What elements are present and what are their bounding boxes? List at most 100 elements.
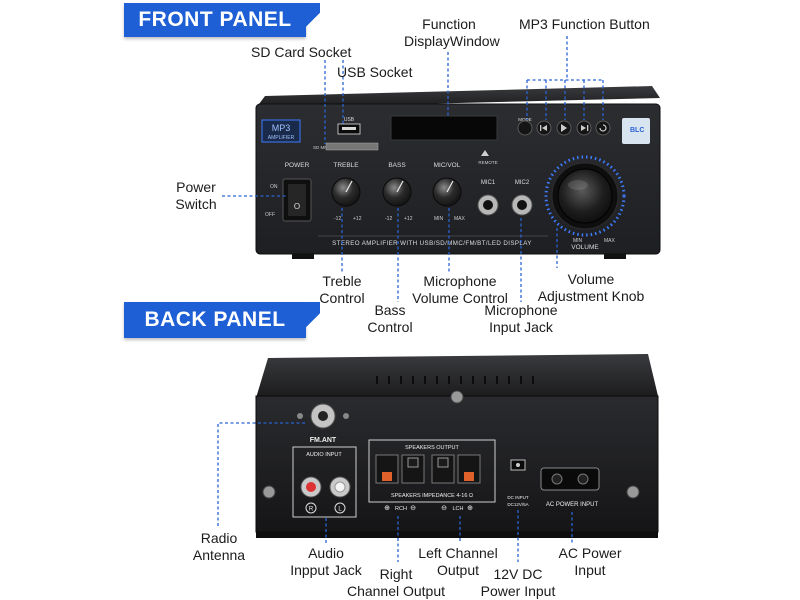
dc-input-pin xyxy=(516,463,520,467)
callout-treble-line1: Treble xyxy=(322,273,362,289)
power-off-label: OFF xyxy=(265,212,275,218)
callout-audio-line1: Audio xyxy=(308,545,344,561)
callout-mic-jack-line2: Input Jack xyxy=(489,319,553,335)
callout-sd-card: SD Card Socket xyxy=(251,44,351,61)
power-on-label: ON xyxy=(270,184,278,190)
treble-min: -12 xyxy=(334,216,341,222)
mic1-label: MIC1 xyxy=(481,180,496,186)
callout-radio-line2: Antenna xyxy=(192,547,246,563)
lch-plus-sign: ⊕ xyxy=(467,505,473,512)
callout-volume-knob: Volume Adjustment Knob xyxy=(530,271,652,305)
mp3-buttons xyxy=(517,120,611,136)
callout-mp3-button-text: MP3 Function Button xyxy=(519,16,650,32)
dc-input-rating: DC12V/5A xyxy=(507,502,528,507)
dc-input-label: DC INPUT xyxy=(507,495,529,500)
power-label: POWER xyxy=(285,162,310,169)
front-foot-left xyxy=(292,254,314,259)
callout-usb: USB Socket xyxy=(337,64,412,81)
previous-icon-bar xyxy=(540,125,542,131)
rch-minus-sign: ⊖ xyxy=(410,505,416,512)
brand-text: BLC xyxy=(630,127,644,134)
callout-bass-line2: Control xyxy=(367,319,413,335)
back-chassis-top xyxy=(256,354,658,398)
sd-slot-label: SD MMC xyxy=(313,145,332,150)
terminal-lch-plus[interactable] xyxy=(457,454,481,484)
audio-input-label: AUDIO INPUT xyxy=(306,452,342,458)
mp3-badge xyxy=(261,119,301,143)
back-vents xyxy=(376,376,534,384)
callout-function-display: Function DisplayWindow xyxy=(404,16,500,50)
volume-label: VOLUME xyxy=(571,244,599,251)
front-leader-lines xyxy=(222,36,604,302)
audio-l-badge xyxy=(334,502,346,514)
mic-vol-label: MIC/VOL xyxy=(434,162,461,169)
callout-sd-card-text: SD Card Socket xyxy=(251,44,352,60)
treble-knob-pointer xyxy=(345,180,353,193)
impedance-label: SPEAKERS IMPEDANCE 4-16 Ω xyxy=(391,493,473,499)
power-rocker-mark: O xyxy=(294,202,300,211)
mic1-jack-hole xyxy=(483,200,493,210)
next-icon-bar xyxy=(587,125,589,131)
callout-function-display-line2: DisplayWindow xyxy=(404,33,500,49)
mic-vol-max: MAX xyxy=(454,216,466,222)
ac-power-socket[interactable] xyxy=(540,467,600,491)
volume-knob-highlight xyxy=(568,180,588,190)
audio-l-label: L xyxy=(338,507,342,513)
usb-port-tongue xyxy=(342,127,356,130)
callout-right-line1: Right xyxy=(379,566,413,582)
callout-dc-line2: Power Input xyxy=(480,583,556,599)
treble-label: TREBLE xyxy=(333,162,359,169)
volume-led-ring xyxy=(544,155,626,237)
callout-radio-line1: Radio xyxy=(200,530,238,546)
front-foot-right xyxy=(604,254,626,259)
callout-volume-line1: Volume xyxy=(567,271,615,287)
leader-radio xyxy=(217,422,305,526)
callout-usb-text: USB Socket xyxy=(337,64,413,80)
speakers-output-frame xyxy=(368,439,496,503)
ac-pin-right xyxy=(577,473,589,485)
callout-right-line2: Channel Output xyxy=(346,583,446,599)
ac-power-input-label: AC POWER INPUT xyxy=(546,502,599,508)
fm-antenna-screw-left xyxy=(297,413,303,419)
callout-mic-volume-line2: Volume Control xyxy=(412,290,508,306)
back-right-screw xyxy=(626,485,640,499)
terminal-rch-minus-tab xyxy=(407,457,419,468)
repeat-icon xyxy=(599,124,607,132)
volume-knob-group xyxy=(544,155,626,237)
audio-r-badge xyxy=(305,502,317,514)
front-panel-title: FRONT PANEL xyxy=(138,8,292,31)
repeat-button[interactable] xyxy=(595,120,611,136)
callout-left-channel: Left Channel Output xyxy=(410,545,506,579)
back-panel-title: BACK PANEL xyxy=(144,308,286,331)
bass-max: +12 xyxy=(404,216,413,222)
bass-label: BASS xyxy=(388,162,406,169)
callout-dc-input: 12V DC Power Input xyxy=(476,566,560,600)
callout-left-line2: Output xyxy=(436,562,480,578)
fm-antenna-screw-right xyxy=(343,413,349,419)
next-icon xyxy=(581,125,586,131)
callout-mic-jack-line1: Microphone xyxy=(484,302,558,318)
volume-min: MIN xyxy=(573,238,583,244)
speaker-terminals xyxy=(375,454,481,484)
front-amplifier: MP3 AMPLIFIER USB SD MMC REMOTE MODE xyxy=(255,86,661,259)
power-rocker xyxy=(288,184,306,216)
callout-ac-input: AC Power Input xyxy=(548,545,632,579)
volume-knob[interactable] xyxy=(557,168,613,224)
callout-audio-line2: Inpput Jack xyxy=(290,562,362,578)
callout-bass-line1: Bass xyxy=(374,302,406,318)
mic-volume-knob-pointer xyxy=(446,180,454,193)
callout-power-line2: Switch xyxy=(175,196,217,212)
mp3-badge-subtext: AMPLIFIER xyxy=(268,135,295,141)
callout-dc-line1: 12V DC xyxy=(493,566,543,582)
rch-plus-sign: ⊕ xyxy=(384,505,390,512)
mic2-jack-hole xyxy=(517,200,527,210)
volume-max: MAX xyxy=(604,238,616,244)
callout-mp3-button: MP3 Function Button xyxy=(519,16,650,33)
callout-ac-line1: AC Power xyxy=(558,545,622,561)
mp3-badge-text: MP3 xyxy=(272,123,291,133)
mic2-label: MIC2 xyxy=(515,180,530,186)
callout-function-display-line1: Function xyxy=(422,16,476,32)
mode-button[interactable] xyxy=(517,120,533,136)
terminal-rch-plus[interactable] xyxy=(375,454,399,484)
